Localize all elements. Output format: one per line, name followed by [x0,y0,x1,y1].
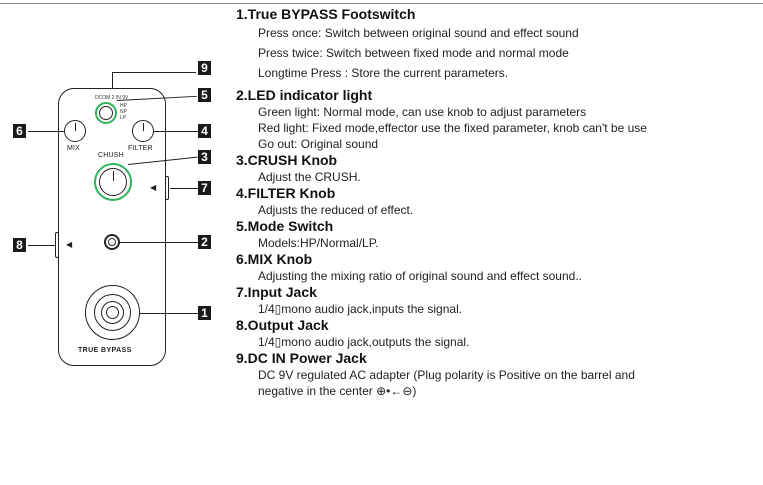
footswitch-label: TRUE BYPASS [78,347,132,354]
callout-8-line [28,245,55,246]
pedal-body [58,88,166,366]
mix-knob [64,120,86,142]
section-line: Adjusts the reduced of effect. [258,203,414,217]
callout-3: 3 [198,150,211,164]
callout-5: 5 [198,88,211,102]
section-filter: 4.FILTER Knob Adjusts the reduced of eff… [236,185,761,218]
dc-jack-stem [112,72,113,88]
section-line: Press once: Switch between original soun… [258,26,579,40]
mix-knob-label: MIX [67,145,81,152]
crush-knob-ring [94,163,132,201]
callout-4-line [154,131,198,132]
section-line: Adjust the CRUSH. [258,170,361,184]
section-title: 3.CRUSH Knob [236,152,338,168]
callout-2: 2 [198,235,211,249]
input-arrow-icon: ◀ [150,183,157,192]
section-mode-switch: 5.Mode Switch Models:HP/Normal/LP. [236,218,761,251]
callout-2-line [120,242,198,243]
mode-switch-caption: DCOM 2 IN 9V [95,95,129,101]
section-line: DC 9V regulated AC adapter (Plug polarit… [258,368,635,382]
section-title: 8.Output Jack [236,317,329,333]
section-mix: 6.MIX Knob Adjusting the mixing ratio of… [236,251,761,284]
callout-6-line [28,131,64,132]
section-line: Adjusting the mixing ratio of original s… [258,269,582,283]
filter-knob [132,120,154,142]
section-line: Models:HP/Normal/LP. [258,236,379,250]
section-line: 1/4▯mono audio jack,outputs the signal. [258,335,470,349]
callout-8: 8 [13,238,26,252]
callout-6: 6 [13,124,26,138]
section-title: 4.FILTER Knob [236,185,336,201]
section-line: Press twice: Switch between fixed mode a… [258,46,569,60]
section-title: 1.True BYPASS Footswitch [236,6,416,22]
led-ring [95,102,117,124]
section-title: 7.Input Jack [236,284,317,300]
section-led: 2.LED indicator light Green light: Norma… [236,87,761,152]
section-title: 5.Mode Switch [236,218,334,234]
crush-knob [99,168,127,196]
section-line: negative in the center ⊕•←⊖) [258,384,417,398]
output-jack [55,232,59,258]
led-lens [108,238,116,246]
callout-4: 4 [198,124,211,138]
section-line: Longtime Press : Store the current param… [258,66,509,80]
section-crush: 3.CRUSH Knob Adjust the CRUSH. [236,152,761,185]
callout-9: 9 [198,61,211,75]
section-line: Red light: Fixed mode,effector use the f… [258,121,647,135]
callout-7: 7 [198,181,211,195]
input-jack [165,176,169,200]
section-line: 1/4▯mono audio jack,inputs the signal. [258,302,463,316]
mode-label-np: NP [120,109,127,115]
section-input-jack: 7.Input Jack 1/4▯mono audio jack,inputs … [236,284,761,317]
mode-label-lp: LP [120,115,127,121]
callout-7-line [170,188,198,189]
section-dc-in: 9.DC IN Power Jack DC 9V regulated AC ad… [236,350,761,399]
pedal-diagram: 9 DCOM 2 IN 9V HP NP LP 5 MIX 6 FILTER 4… [0,0,225,485]
mode-switch-knob [99,106,113,120]
section-title: 6.MIX Knob [236,251,313,267]
callout-1: 1 [198,306,211,320]
section-title: 2.LED indicator light [236,87,373,103]
output-arrow-icon: ◀ [66,240,73,249]
callout-1-line [140,313,198,314]
section-output-jack: 8.Output Jack 1/4▯mono audio jack,output… [236,317,761,350]
feature-list: 1.True BYPASS Footswitch Press once: Swi… [236,6,761,399]
mode-label-hp: HP [120,103,127,109]
footswitch-cap [106,306,119,319]
crush-knob-label: CHUSH [98,152,124,159]
section-line: Green light: Normal mode, can use knob t… [258,105,587,119]
filter-knob-label: FILTER [128,145,153,152]
callout-9-line [112,72,196,73]
section-title: 9.DC IN Power Jack [236,350,367,366]
section-line: Go out: Original sound [258,137,379,151]
top-rule [0,3,763,4]
section-footswitch: 1.True BYPASS Footswitch Press once: Swi… [236,6,761,83]
footswitch-mid [94,294,131,331]
